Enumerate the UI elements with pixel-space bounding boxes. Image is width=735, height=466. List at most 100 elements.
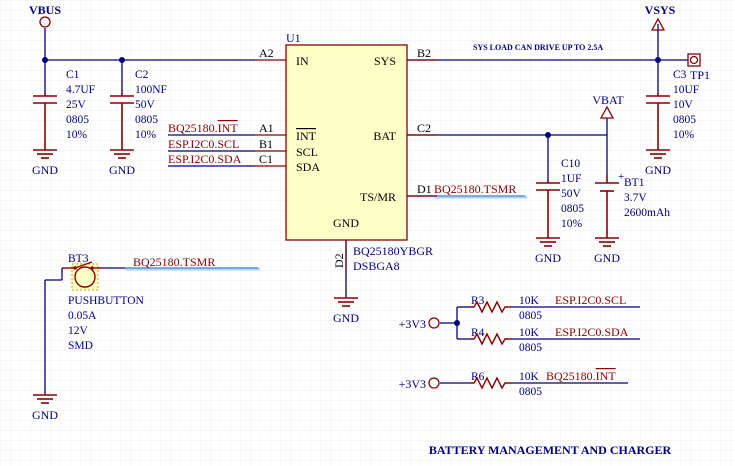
- svg-text:VBUS: VBUS: [29, 3, 61, 17]
- net-scl-r3: ESP.I2C0.SCL: [555, 293, 626, 307]
- sys-load-note: SYS LOAD CAN DRIVE UP TO 2.5A: [473, 43, 603, 52]
- bt1-ref: BT1: [624, 177, 645, 189]
- pin-a2: A2: [259, 46, 274, 60]
- c1-value: 4.7UF: [66, 84, 95, 96]
- c3-size: 0805: [673, 114, 696, 126]
- net-labels: BQ25180.INT ESP.I2C0.SCL ESP.I2C0.SDA BQ…: [133, 121, 629, 383]
- pin-d1: D1: [417, 182, 432, 196]
- pin-sda-label: SDA: [296, 160, 320, 174]
- r3-value: 10K: [519, 295, 540, 307]
- c2-voltage: 50V: [135, 99, 156, 111]
- bt3-name: PUSHBUTTON: [68, 295, 145, 307]
- gnd-bt1-label: GND: [594, 251, 620, 265]
- capacitor-symbols: [33, 93, 670, 238]
- net-int-left: BQ25180.INT: [168, 121, 238, 135]
- wires: [44, 24, 688, 395]
- gnd-c2-icon: GND: [109, 149, 135, 177]
- c2-tol: 10%: [135, 129, 157, 141]
- bt1-capacity: 2600mAh: [624, 207, 670, 219]
- net-highlights: [125, 195, 527, 271]
- r4-ref: R4: [471, 327, 485, 339]
- pin-gnd-label: GND: [333, 216, 359, 230]
- bt3-current: 0.05A: [68, 310, 97, 322]
- c10-value: 1UF: [561, 173, 581, 185]
- c3-value: 10UF: [673, 84, 699, 96]
- junctions: [42, 57, 661, 326]
- c2-size: 0805: [135, 114, 158, 126]
- r3-ref: R3: [471, 295, 485, 307]
- pin-int-label: INT: [296, 129, 317, 143]
- gnd-c3-icon: GND: [645, 149, 671, 177]
- net-sda-left: ESP.I2C0.SDA: [168, 152, 242, 166]
- gnd-c3-label: GND: [645, 163, 671, 177]
- gnd-bt1-icon: GND: [594, 237, 620, 265]
- svg-text:+3V3: +3V3: [399, 377, 426, 391]
- vbus-port: VBUS: [29, 3, 61, 28]
- pin-a1: A1: [259, 121, 274, 135]
- pin-b2: B2: [417, 46, 431, 60]
- v3v3-port-2: +3V3: [399, 377, 440, 391]
- pin-in-label: IN: [296, 54, 309, 68]
- net-tsmr-right: BQ25180.TSMR: [434, 182, 516, 196]
- pin-b1: B1: [259, 137, 273, 151]
- gnd-u1-icon: GND: [333, 297, 359, 325]
- ground-symbols: GND GND GND GND GND GND GND: [32, 149, 671, 422]
- c10-tol: 10%: [561, 218, 583, 230]
- pin-bat-label: BAT: [373, 129, 396, 143]
- svg-text:+3V3: +3V3: [399, 317, 426, 331]
- gnd-bt3-label: GND: [32, 408, 58, 422]
- u1-package: DSBGA8: [353, 259, 400, 273]
- v3v3-port-1: +3V3: [399, 317, 440, 331]
- c1-tol: 10%: [66, 129, 88, 141]
- c1-ref: C1: [66, 69, 80, 81]
- c3-ref: C3: [673, 69, 687, 81]
- bt1-voltage: 3.7V: [624, 192, 647, 204]
- net-int-r6: BQ25180.INT: [546, 369, 616, 383]
- r6-value: 10K: [519, 371, 540, 383]
- gnd-u1-label: GND: [333, 311, 359, 325]
- r6-size: 0805: [519, 386, 542, 398]
- svg-text:VBAT: VBAT: [592, 93, 624, 107]
- c10-voltage: 50V: [561, 188, 582, 200]
- c2-value: 100NF: [135, 84, 167, 96]
- pin-c2: C2: [417, 121, 431, 135]
- c1-size: 0805: [66, 114, 89, 126]
- c10-ref: C10: [561, 158, 580, 170]
- vbat-port: VBAT: [592, 93, 624, 119]
- r4-value: 10K: [519, 327, 540, 339]
- u1-ic: U1 IN INT SCL SDA SYS BAT TS/MR GND A2: [255, 31, 437, 273]
- c2-ref: C2: [135, 69, 149, 81]
- resistor-symbols: [470, 300, 512, 390]
- c10-size: 0805: [561, 203, 584, 215]
- gnd-c10-icon: GND: [535, 237, 561, 265]
- pin-d2: D2: [332, 253, 346, 268]
- u1-part: BQ25180YBGR: [353, 244, 433, 258]
- c3-tol: 10%: [673, 129, 695, 141]
- pin-c1: C1: [259, 152, 273, 166]
- sheet-title: BATTERY MANAGEMENT AND CHARGER: [429, 443, 672, 457]
- r4-size: 0805: [519, 342, 542, 354]
- bt3-pushbutton-icon: [62, 261, 102, 291]
- bt3-voltage: 12V: [68, 325, 89, 337]
- gnd-c2-label: GND: [109, 163, 135, 177]
- net-tsmr-bt3: BQ25180.TSMR: [133, 255, 215, 269]
- svg-text:VSYS: VSYS: [645, 3, 676, 17]
- tp1-ref: TP1: [690, 68, 710, 82]
- vsys-port: VSYS: [645, 3, 676, 31]
- tp1-testpoint: TP1: [687, 53, 710, 82]
- pin-sys-label: SYS: [374, 54, 396, 68]
- bt3-mount: SMD: [68, 340, 93, 352]
- r6-ref: R6: [471, 371, 485, 383]
- r3-size: 0805: [519, 310, 542, 322]
- u1-ref: U1: [286, 31, 301, 45]
- c3-voltage: 10V: [673, 99, 694, 111]
- gnd-c10-label: GND: [535, 251, 561, 265]
- gnd-c1-icon: GND: [32, 149, 58, 177]
- net-sda-r4: ESP.I2C0.SDA: [555, 325, 629, 339]
- net-scl-left: ESP.I2C0.SCL: [168, 137, 239, 151]
- component-labels: C1 4.7UF 25V 0805 10% C2 100NF 50V 0805 …: [66, 69, 699, 398]
- bt1-plus-sign: +: [618, 171, 624, 183]
- c1-voltage: 25V: [66, 99, 87, 111]
- gnd-bt3-icon: GND: [32, 394, 58, 422]
